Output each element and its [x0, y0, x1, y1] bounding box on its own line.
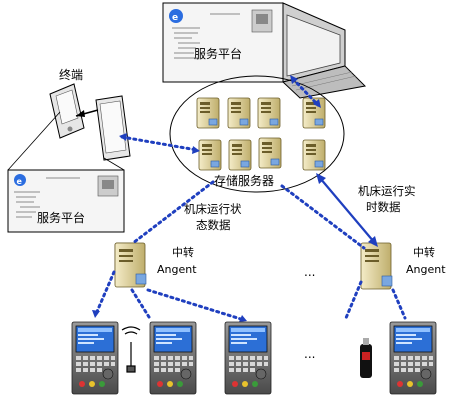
link-relay-right-cnc5	[391, 288, 407, 320]
status-data-line2: 态数据	[196, 218, 231, 232]
svg-text:e: e	[17, 177, 23, 186]
server-cluster-boundary	[169, 75, 345, 193]
cnc-machine-2	[149, 321, 197, 395]
browser-icon	[169, 9, 183, 23]
sync-arrow-icon	[75, 109, 99, 117]
link-relay-left-cnc2	[130, 288, 151, 319]
cnc-machine-3	[224, 321, 272, 395]
service-platform-top-label: 服务平台	[194, 46, 242, 61]
status-data-line1: 机床运行状	[184, 202, 242, 216]
link-relay-left-cnc1	[94, 270, 116, 316]
relay-agent-right	[360, 242, 393, 290]
cnc-machine-1	[71, 321, 119, 395]
link-terminal-cluster	[120, 135, 199, 152]
relay-right-line2: Angent	[406, 263, 446, 276]
service-platform-left-label: 服务平台	[37, 210, 85, 225]
wireless-antenna-icon	[121, 326, 141, 373]
relay-left-line2: Angent	[157, 263, 197, 276]
link-cluster-relay-left	[131, 180, 215, 245]
link-relay-right-cnc4	[344, 280, 363, 320]
ellipsis-bottom: ...	[304, 347, 315, 361]
dotted-arrowheads	[92, 75, 321, 322]
database-icon	[135, 273, 147, 285]
solid-realtime-link	[316, 173, 378, 247]
browser-service-platform-left: e	[7, 169, 125, 233]
link-relay-left-cnc3	[146, 288, 246, 322]
relay-agent-left	[114, 242, 147, 288]
database-icon	[381, 275, 393, 287]
link-cluster-relay-right	[280, 184, 366, 250]
realtime-data-line2: 时数据	[366, 200, 401, 214]
storage-server-cluster	[196, 97, 326, 171]
relay-left-line1: 中转	[172, 245, 194, 259]
browser-icon	[14, 174, 26, 186]
tablet-terminal	[95, 95, 131, 161]
svg-text:e: e	[172, 13, 178, 23]
realtime-data-line1: 机床运行实	[358, 184, 416, 198]
storage-server-label: 存储服务器	[214, 173, 274, 188]
link-laptop-cluster	[291, 77, 320, 107]
dotted-links	[94, 77, 407, 322]
cnc-machine-4	[389, 321, 437, 395]
relay-right-line1: 中转	[413, 245, 435, 259]
terminal-label: 终端	[59, 67, 83, 82]
ellipsis-middle: ...	[304, 265, 315, 279]
phone-terminal	[49, 83, 85, 139]
usb-dongle-icon	[360, 338, 372, 378]
